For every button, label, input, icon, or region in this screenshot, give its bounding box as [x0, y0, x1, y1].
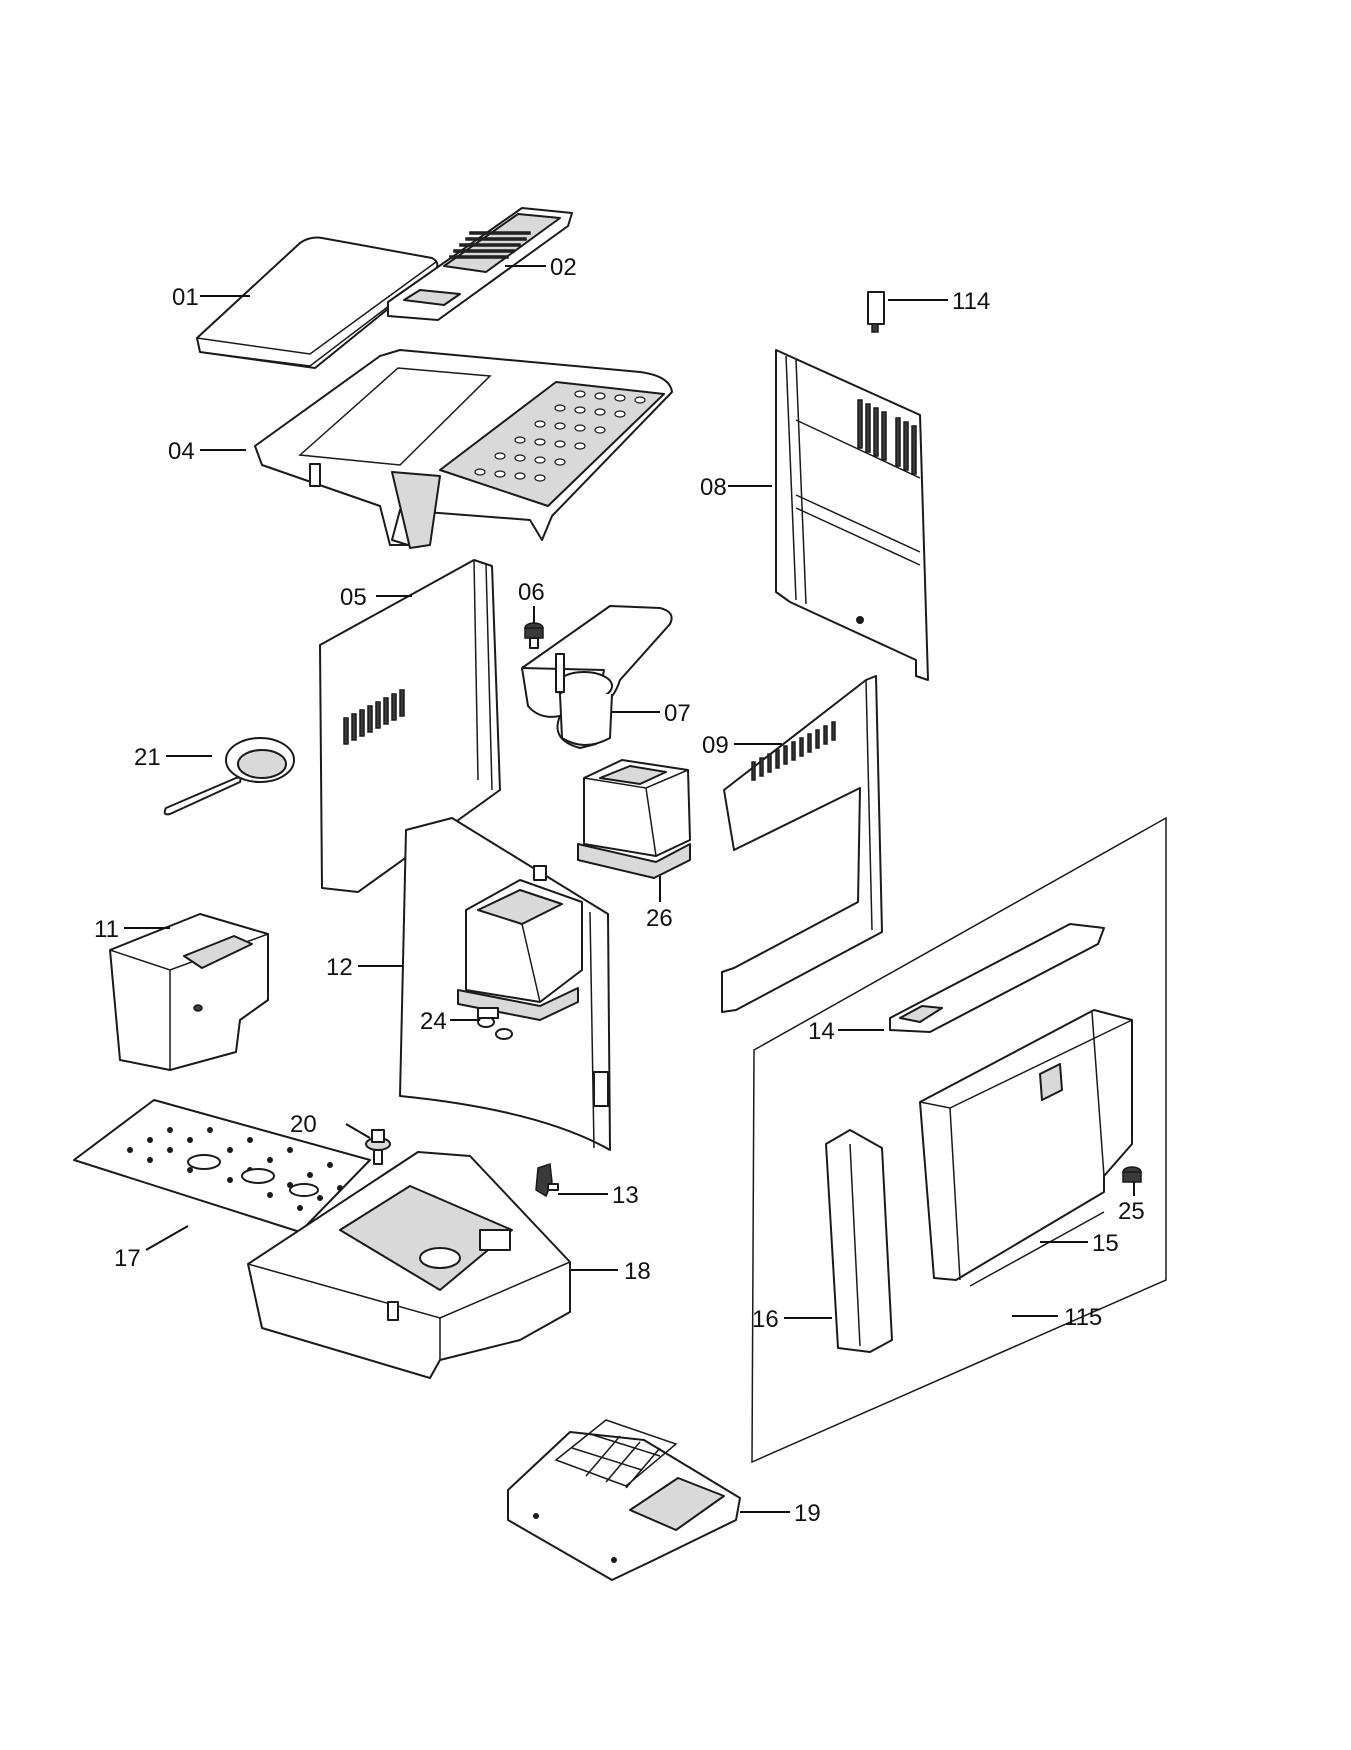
part-24-fittings — [477, 1007, 513, 1040]
label-19: 19 — [794, 1500, 821, 1527]
part-19-ribs — [571, 1433, 661, 1489]
label-15: 15 — [1092, 1230, 1119, 1257]
part-08-rear-panel — [775, 349, 929, 681]
label-18: 18 — [624, 1258, 651, 1285]
part-26-box-unit — [577, 759, 691, 879]
part-17-drip-grid — [73, 1099, 371, 1233]
part-09-inner-panel — [721, 675, 883, 1013]
label-04: 04 — [168, 438, 195, 465]
label-11: 11 — [94, 916, 119, 943]
label-02: 02 — [550, 254, 577, 281]
part-05-side-panel — [319, 559, 501, 893]
part-115-assembly-frame — [751, 816, 1167, 1464]
label-21: 21 — [134, 744, 161, 771]
label-24: 24 — [420, 1008, 447, 1035]
part-20-valve — [365, 1129, 391, 1165]
label-114: 114 — [952, 288, 990, 315]
label-20: 20 — [290, 1111, 317, 1138]
part-04-top-frame — [254, 349, 673, 549]
part-08-vent-grid — [857, 399, 917, 475]
label-06: 06 — [518, 579, 545, 606]
label-14: 14 — [808, 1018, 835, 1045]
part-labels: 01 02 04 05 06 07 08 114 09 26 21 11 12 … — [94, 254, 1145, 1527]
label-25: 25 — [1118, 1198, 1145, 1225]
label-12: 12 — [326, 954, 353, 981]
part-16-side-cover — [825, 1129, 893, 1353]
part-11-grounds-container — [109, 913, 269, 1071]
part-13-latch — [535, 1162, 559, 1198]
part-09-vent-slots — [751, 721, 836, 781]
part-07-bean-tray — [521, 605, 673, 749]
label-16: 16 — [752, 1306, 779, 1333]
part-12-front-body — [399, 817, 611, 1151]
label-07: 07 — [664, 700, 691, 727]
part-06-knob — [524, 622, 544, 649]
label-13: 13 — [612, 1182, 639, 1209]
part-04-grid-holes — [474, 390, 646, 482]
label-17: 17 — [114, 1245, 141, 1272]
label-01: 01 — [172, 284, 199, 311]
leader-lines — [124, 265, 1135, 1513]
part-05-vent-slots — [343, 689, 405, 745]
part-25-cap — [1122, 1166, 1142, 1183]
label-05: 05 — [340, 584, 367, 611]
part-02-grille-cover — [387, 207, 573, 321]
part-19-base — [507, 1419, 741, 1581]
part-18-drip-tray — [247, 1151, 571, 1379]
part-21-scoop — [163, 737, 295, 816]
part-15-water-tank — [919, 1009, 1133, 1287]
label-08: 08 — [700, 474, 727, 501]
part-14-tank-handle — [889, 923, 1105, 1033]
label-115: 115 — [1064, 1304, 1102, 1331]
label-26: 26 — [646, 905, 673, 932]
label-09: 09 — [702, 732, 729, 759]
part-114-clip — [867, 291, 885, 333]
